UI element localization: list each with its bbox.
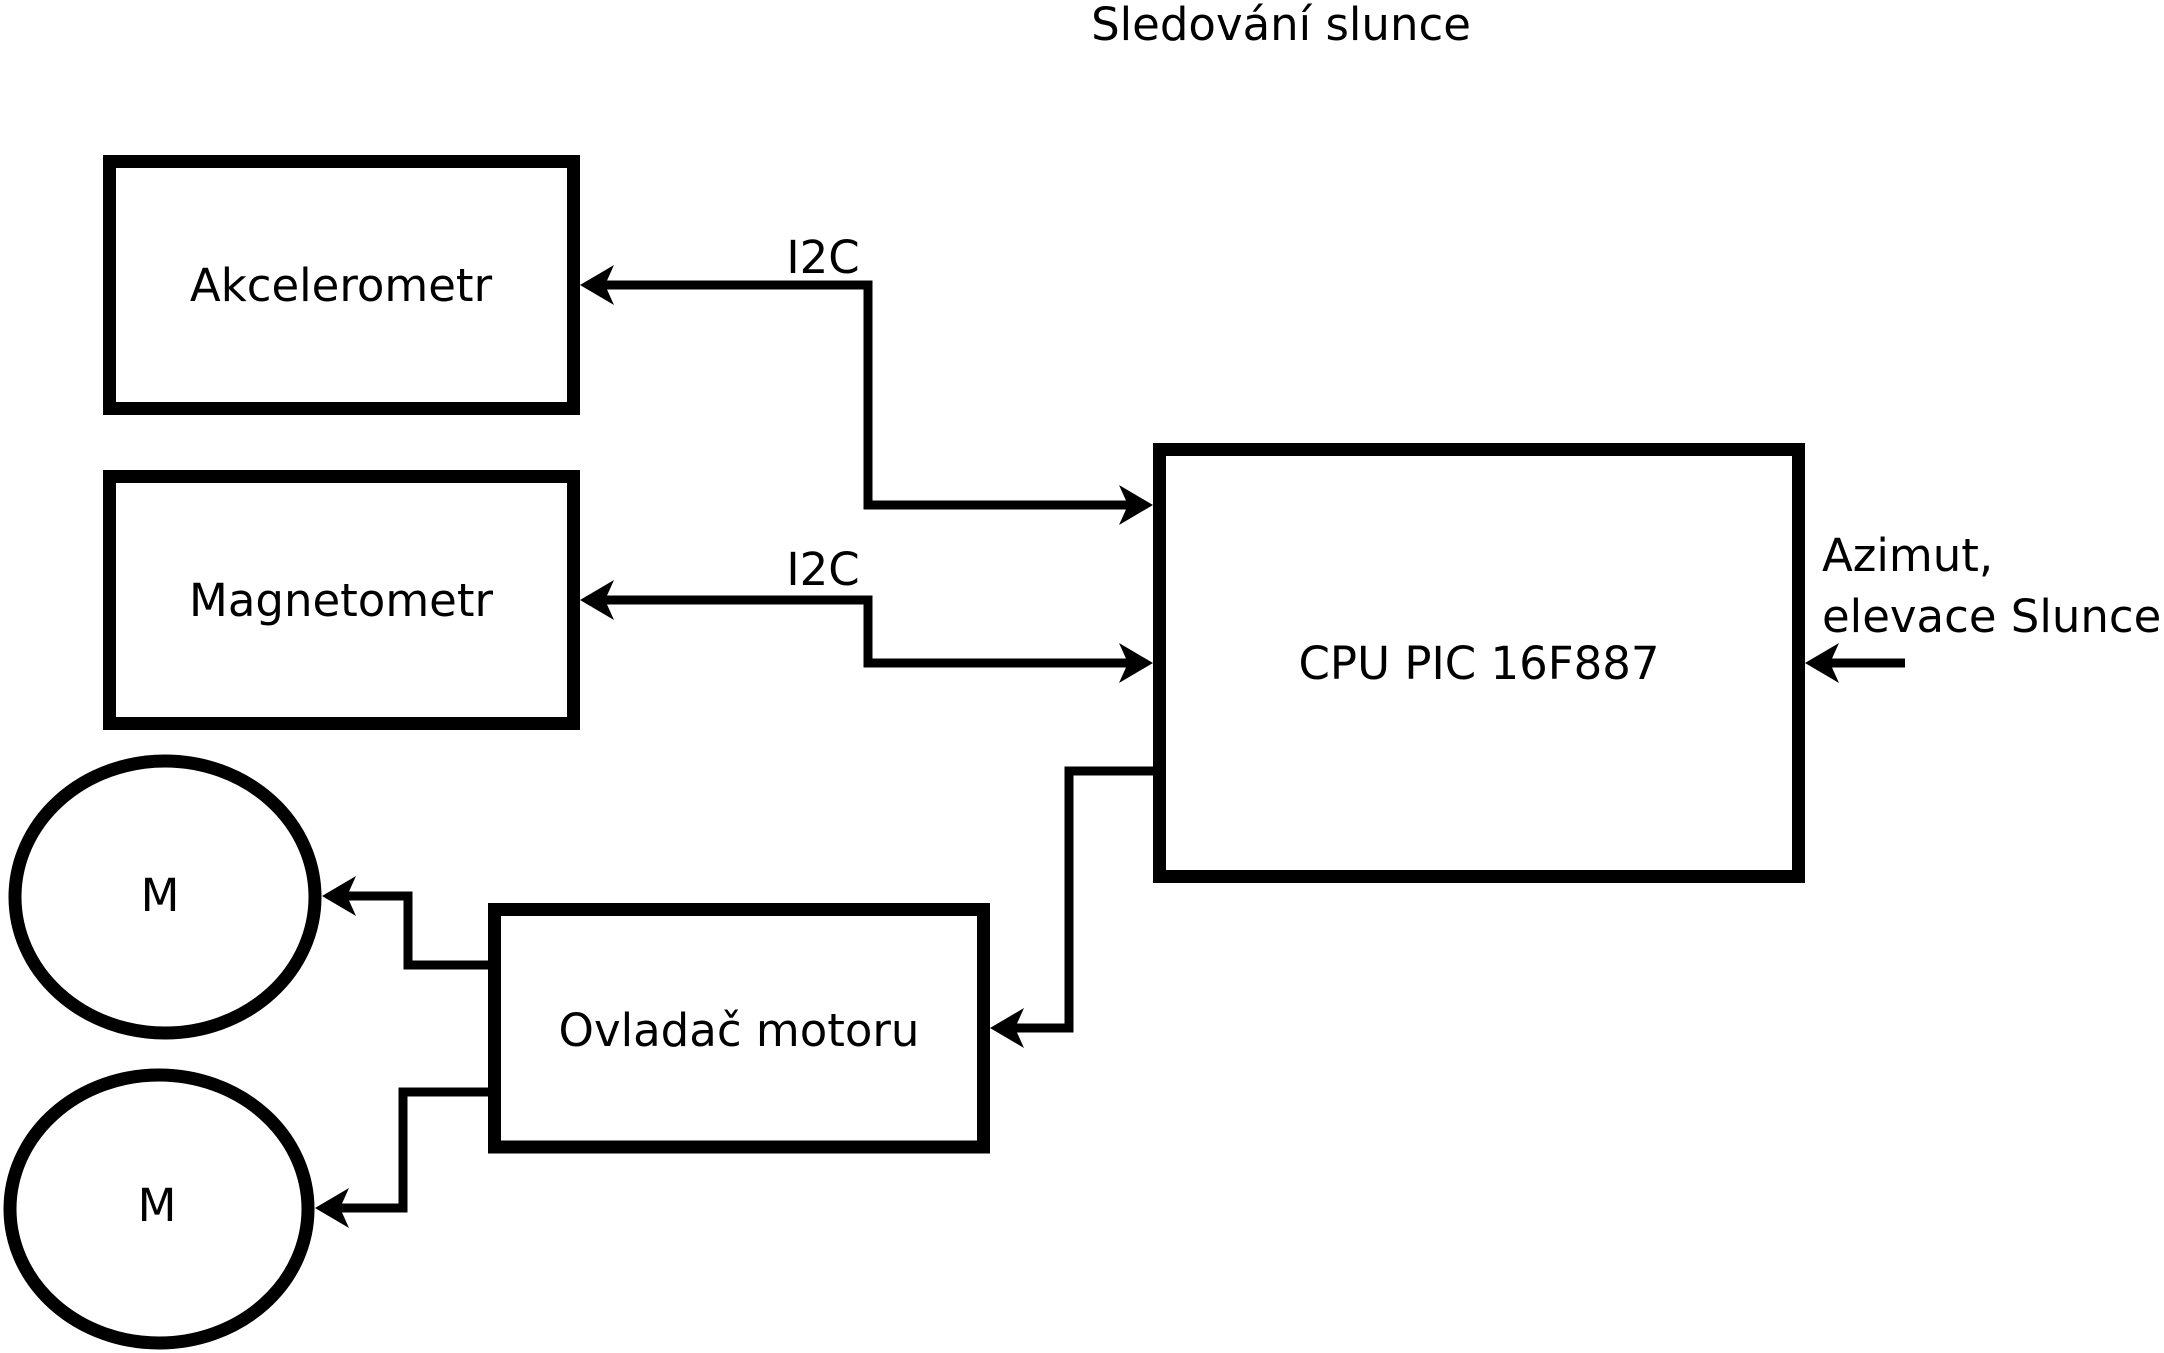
- cpu-box: [1153, 443, 1805, 883]
- akcelerometr-box: [103, 155, 580, 415]
- wire-i2c-cpu-magnetometr: [605, 595, 1128, 668]
- diagram-title: Sledování slunce: [1091, 0, 1471, 51]
- wire-driver-motor2: [340, 1087, 496, 1213]
- motor-driver-box: [488, 903, 990, 1154]
- arrowhead-into-akcelerometr: [580, 265, 614, 305]
- i2c-label-akcelerometr: I2C: [786, 231, 860, 284]
- arrowhead-into-cpu-top: [1119, 485, 1153, 525]
- motor1-label: M: [140, 869, 180, 922]
- i2c-label-magnetometr: I2C: [786, 543, 860, 596]
- motor-driver-label: Ovladač motoru: [558, 1004, 920, 1057]
- arrowhead-into-cpu-bottom: [1119, 643, 1153, 683]
- sun-input-line2: elevace Slunce: [1822, 590, 2162, 643]
- wire-cpu-motor-driver: [1015, 766, 1160, 1033]
- akcelerometr-label: Akcelerometr: [189, 259, 493, 312]
- arrowhead-into-motor2: [315, 1188, 349, 1228]
- arrowhead-into-motor1: [322, 876, 356, 916]
- motor2-label: M: [137, 1179, 177, 1232]
- arrowhead-into-motor-driver: [990, 1008, 1024, 1048]
- magnetometr-box: [103, 470, 580, 730]
- sun-input-label: Azimut, elevace Slunce: [1822, 525, 2161, 647]
- wire-i2c-cpu-akcelerometr: [605, 280, 1128, 510]
- motor1-circle: [8, 754, 322, 1040]
- arrowhead-into-magnetometr: [580, 580, 614, 620]
- sun-input-line1: Azimut,: [1822, 529, 1994, 582]
- arrowhead-into-cpu-right: [1805, 643, 1839, 683]
- magnetometr-label: Magnetometr: [188, 574, 494, 627]
- cpu-label: CPU PIC 16F887: [1298, 637, 1660, 690]
- wire-driver-motor1: [347, 891, 496, 970]
- motor2-circle: [3, 1068, 315, 1350]
